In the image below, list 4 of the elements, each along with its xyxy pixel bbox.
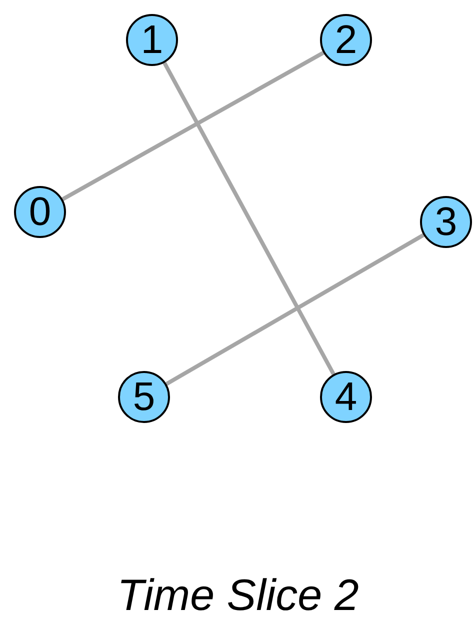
edge-line — [62, 51, 324, 201]
edge-line — [162, 62, 336, 376]
edge-line — [166, 233, 424, 386]
caption: Time Slice 2 — [116, 574, 360, 618]
